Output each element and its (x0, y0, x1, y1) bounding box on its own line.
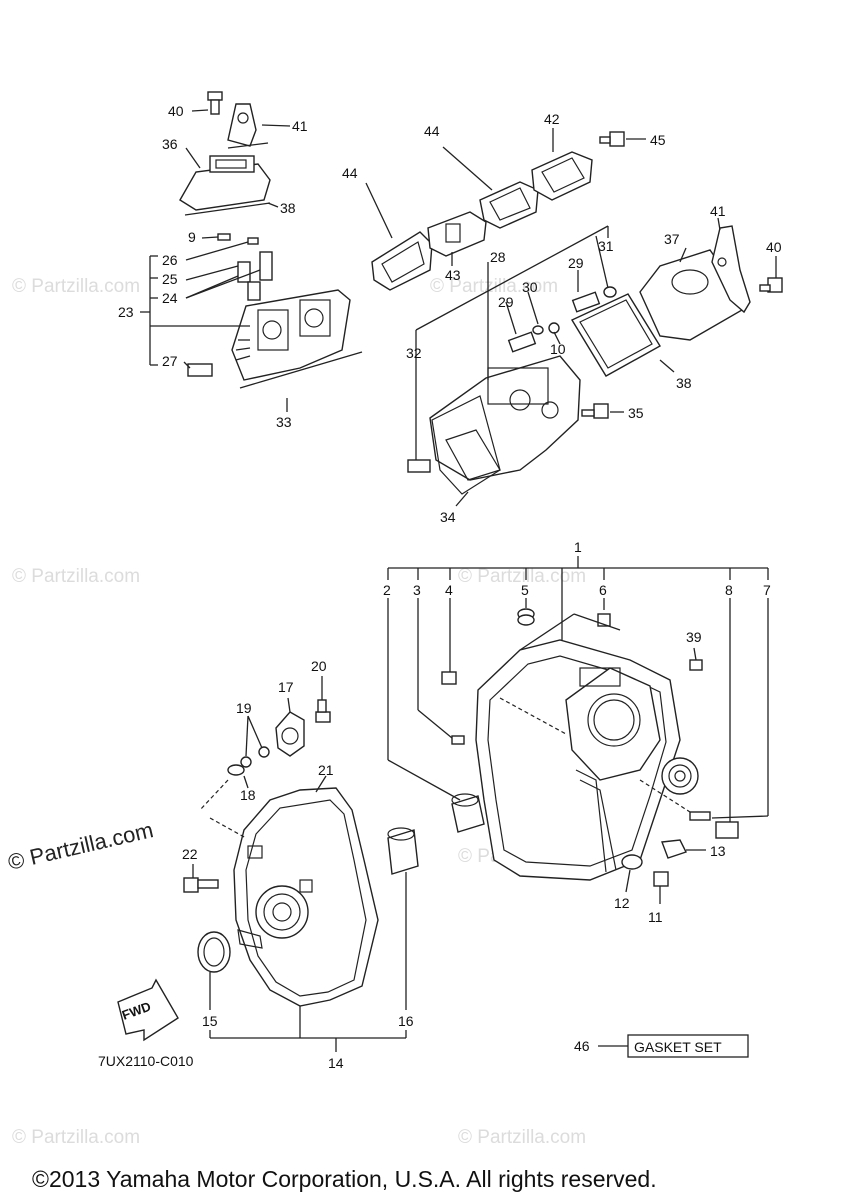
callout-44: 44 (424, 123, 440, 139)
watermark-main: © Partzilla.com (6, 817, 156, 875)
callout-28: 28 (490, 249, 506, 265)
callout-15: 15 (202, 1013, 218, 1029)
watermark: © Partzilla.com (458, 566, 586, 587)
watermark: © Partzilla.com (12, 1127, 140, 1148)
watermark: © Partzilla.com (430, 276, 558, 297)
callout-11: 11 (648, 909, 663, 925)
callout-44: 44 (342, 165, 358, 181)
callout-35: 35 (628, 405, 644, 421)
callout-labels: 40 41 36 38 9 26 25 24 23 27 33 44 44 42… (118, 103, 782, 1071)
cylinder-head-right (365, 128, 783, 507)
callout-31: 31 (598, 238, 614, 254)
callout-6: 6 (599, 582, 607, 598)
callout-2: 2 (383, 582, 391, 598)
callout-36: 36 (162, 136, 178, 152)
callout-7: 7 (763, 582, 771, 598)
callout-13: 13 (710, 843, 726, 859)
callout-40: 40 (168, 103, 184, 119)
callout-43: 43 (445, 267, 461, 283)
callout-30: 30 (522, 279, 538, 295)
callout-40: 40 (766, 239, 782, 255)
callout-24: 24 (162, 290, 178, 306)
watermark: © Partzilla.com (458, 1127, 586, 1148)
callout-37: 37 (664, 231, 680, 247)
callout-16: 16 (398, 1013, 414, 1029)
fwd-arrow-icon: FWD (117, 978, 179, 1042)
callout-8: 8 (725, 582, 733, 598)
gasket-set-label: GASKET SET (634, 1039, 722, 1055)
callout-21: 21 (318, 762, 334, 778)
callout-45: 45 (650, 132, 666, 148)
callout-41: 41 (292, 118, 308, 134)
callout-38: 38 (280, 200, 296, 216)
callout-46: 46 (574, 1038, 590, 1054)
callout-41: 41 (710, 203, 726, 219)
callout-33: 33 (276, 414, 292, 430)
callout-25: 25 (162, 271, 178, 287)
callout-22: 22 (182, 846, 198, 862)
callout-20: 20 (311, 658, 327, 674)
callout-23: 23 (118, 304, 134, 320)
watermark: © Partzilla.com (12, 566, 140, 587)
callout-4: 4 (445, 582, 453, 598)
callout-19: 19 (236, 700, 252, 716)
callout-39: 39 (686, 629, 702, 645)
callout-29: 29 (498, 294, 514, 310)
callout-18: 18 (240, 787, 256, 803)
callout-29: 29 (568, 255, 584, 271)
callout-9: 9 (188, 229, 196, 245)
callout-26: 26 (162, 252, 178, 268)
callout-38: 38 (676, 375, 692, 391)
callout-1: 1 (574, 539, 582, 555)
gasket-set-box (627, 1034, 749, 1058)
callout-10: 10 (550, 341, 566, 357)
callout-34: 34 (440, 509, 456, 525)
callout-27: 27 (162, 353, 178, 369)
callout-3: 3 (413, 582, 421, 598)
copyright-text: ©2013 Yamaha Motor Corporation, U.S.A. A… (32, 1166, 657, 1192)
cylinder-head-left (140, 91, 363, 412)
callout-5: 5 (521, 582, 529, 598)
crankcase-assembly (387, 556, 769, 904)
gasket-set: 46 GASKET SET (574, 1034, 749, 1058)
diagram-code: 7UX2110-C010 (98, 1053, 194, 1069)
callout-12: 12 (614, 895, 630, 911)
callout-17: 17 (278, 679, 294, 695)
crankcase-cover (183, 676, 419, 1052)
callout-14: 14 (328, 1055, 344, 1071)
callout-32: 32 (406, 345, 422, 361)
callout-42: 42 (544, 111, 560, 127)
watermark: © Partzilla.com (12, 276, 140, 297)
